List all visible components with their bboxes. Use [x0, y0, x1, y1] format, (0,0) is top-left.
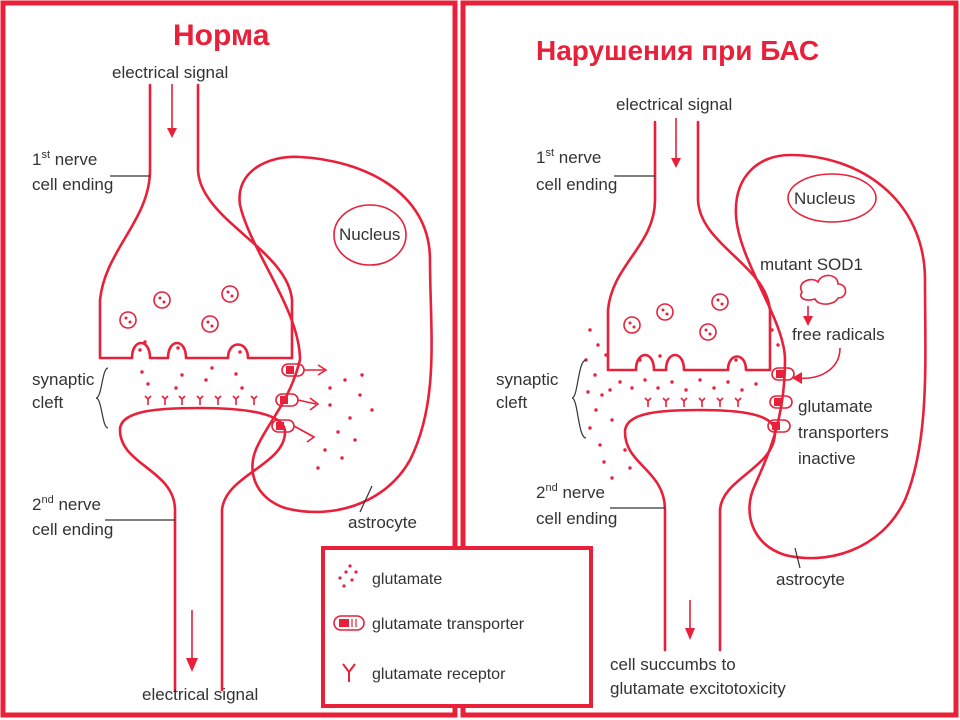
legend-transporter-label: glutamate transporter — [372, 616, 525, 633]
second-nerve-label-right: 2nd nerve — [536, 482, 605, 502]
transporters-inactive-label-line2: transporters — [798, 423, 889, 442]
legend-glutamate-label: glutamate — [372, 571, 442, 588]
synaptic-cleft-label-right-line2: cleft — [496, 393, 527, 412]
nucleus-right — [787, 173, 877, 223]
legend-box — [321, 546, 593, 708]
free-radicals-arrow — [799, 347, 841, 380]
free-radicals-arrow-head-icon — [792, 372, 802, 384]
first-nerve-label-right-line2: cell ending — [536, 175, 617, 194]
nucleus-label-right: Nucleus — [794, 189, 855, 208]
first-nerve-label-line2: cell ending — [32, 175, 113, 194]
first-nerve-cell-ending — [98, 83, 294, 360]
left-panel-title: Норма — [173, 19, 270, 52]
bottom-signal-label: electrical signal — [142, 685, 258, 704]
glutamate-transporters-right — [767, 367, 795, 433]
nucleus-label-left: Nucleus — [339, 225, 400, 244]
mutant-sod1-label: mutant SOD1 — [760, 255, 863, 274]
glutamate-transporter-icon — [333, 615, 365, 631]
vesicle — [221, 285, 239, 303]
transporters-inactive-label: glutamate — [798, 397, 873, 416]
vesicle-group-right — [623, 293, 729, 341]
signal-arrow-head-right-icon — [671, 158, 681, 168]
second-nerve-label-line2: cell ending — [32, 520, 113, 539]
top-signal-label-right: electrical signal — [616, 95, 732, 114]
receptor-row — [144, 395, 258, 405]
top-signal-label: electrical signal — [112, 63, 228, 82]
second-nerve-label-right-line2: cell ending — [536, 509, 617, 528]
glutamate-dots-icon — [338, 564, 358, 588]
second-nerve-label: 2nd nerve — [32, 494, 101, 514]
legend-receptor-label: glutamate receptor — [372, 666, 506, 683]
synaptic-cleft-label-line2: cleft — [32, 393, 63, 412]
down-arrow-icon — [803, 316, 813, 326]
signal-arrow-head-icon — [167, 128, 177, 138]
glutamate-astrocyte-left — [316, 373, 374, 470]
second-nerve-cell-ending — [118, 406, 287, 692]
astrocyte-label-right: astrocyte — [776, 570, 845, 589]
transporters-inactive-label-line3: inactive — [798, 449, 856, 468]
right-panel-frame — [460, 0, 959, 718]
synaptic-cleft-label: synaptic — [32, 370, 95, 389]
outcome-label-line2: glutamate excitotoxicity — [610, 679, 786, 698]
vesicle-group — [119, 285, 239, 333]
receptor-row-right — [644, 397, 742, 407]
synaptic-cleft-label-right: synaptic — [496, 370, 559, 389]
bottom-arrow-head-icon — [186, 658, 198, 672]
second-nerve-cell-ending-right — [623, 408, 777, 652]
right-panel-title: Нарушения при БАС — [536, 35, 819, 66]
vesicle — [201, 315, 219, 333]
glutamate-cleft-left — [138, 340, 244, 390]
nucleus-left — [333, 204, 407, 266]
left-panel: Норма electrical signal — [32, 19, 433, 704]
vesicle — [153, 291, 171, 309]
bottom-arrow-head-right-icon — [685, 628, 695, 640]
glutamate-accumulation-right — [584, 328, 780, 480]
right-panel: Нарушения при БАС electrical signal — [496, 35, 927, 698]
free-radicals-label: free radicals — [792, 325, 885, 344]
mutant-sod1-cloud-icon — [799, 274, 847, 305]
first-nerve-label-right: 1st nerve — [536, 147, 601, 167]
astrocyte-label-left: astrocyte — [348, 513, 417, 532]
glutamate-transporters-left — [271, 363, 328, 443]
astrocyte-right — [734, 153, 927, 560]
left-panel-frame — [0, 0, 458, 718]
legend: glutamate glutamate transporter glutamat… — [321, 546, 593, 708]
first-nerve-label: 1st nerve — [32, 149, 97, 169]
outcome-label: cell succumbs to — [610, 655, 736, 674]
glutamate-receptor-icon — [342, 663, 356, 682]
astrocyte-left — [238, 155, 433, 514]
vesicle — [119, 311, 137, 329]
